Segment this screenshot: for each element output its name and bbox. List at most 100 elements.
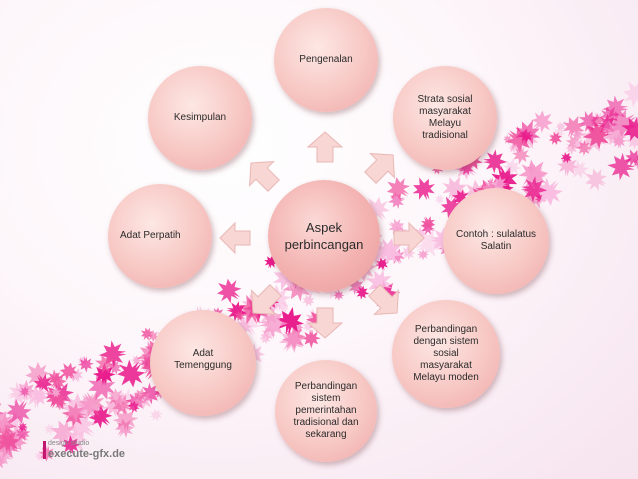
arrow-up bbox=[306, 131, 344, 163]
maple-leaf-icon bbox=[363, 196, 390, 223]
maple-leaf-icon bbox=[555, 121, 567, 133]
maple-leaf-icon bbox=[6, 398, 32, 424]
maple-leaf-icon bbox=[133, 387, 149, 403]
maple-leaf-icon bbox=[520, 176, 548, 203]
maple-leaf-icon bbox=[133, 390, 153, 410]
maple-leaf-icon bbox=[233, 310, 246, 322]
maple-leaf-icon bbox=[302, 321, 314, 332]
maple-leaf-icon bbox=[46, 389, 66, 409]
maple-leaf-icon bbox=[376, 238, 403, 265]
maple-leaf-icon bbox=[420, 216, 436, 231]
maple-leaf-icon bbox=[15, 426, 31, 442]
maple-leaf-icon bbox=[140, 327, 154, 341]
watermark-line2: execute-gfx.de bbox=[48, 448, 126, 460]
maple-leaf-icon bbox=[515, 119, 541, 146]
maple-leaf-icon bbox=[0, 445, 14, 466]
maple-leaf-icon bbox=[258, 331, 272, 345]
maple-leaf-icon bbox=[609, 109, 638, 138]
maple-leaf-icon bbox=[17, 421, 28, 433]
maple-leaf-icon bbox=[7, 381, 32, 406]
arrow-up-left bbox=[248, 160, 280, 192]
maple-leaf-icon bbox=[511, 145, 531, 165]
maple-leaf-icon bbox=[112, 406, 139, 432]
maple-leaf-icon bbox=[621, 116, 638, 142]
node-perbandingan-sosial: Perbandingan dengan sistem sosial masyar… bbox=[392, 300, 500, 408]
maple-leaf-icon bbox=[458, 159, 475, 176]
maple-leaf-icon bbox=[622, 80, 638, 108]
maple-leaf-icon bbox=[522, 184, 548, 209]
maple-leaf-icon bbox=[95, 354, 116, 374]
maple-leaf-icon bbox=[19, 386, 31, 398]
maple-leaf-icon bbox=[33, 373, 53, 393]
maple-leaf-icon bbox=[585, 168, 608, 191]
maple-leaf-icon bbox=[140, 356, 154, 369]
maple-leaf-icon bbox=[43, 422, 56, 436]
maple-leaf-icon bbox=[442, 176, 467, 202]
maple-leaf-icon bbox=[53, 396, 69, 411]
maple-leaf-icon bbox=[562, 115, 585, 139]
maple-leaf-icon bbox=[548, 131, 562, 145]
maple-leaf-icon bbox=[508, 142, 520, 154]
maple-leaf-icon bbox=[625, 149, 638, 167]
center-node: Aspek perbincangan bbox=[268, 180, 380, 292]
maple-leaf-icon bbox=[560, 152, 572, 164]
maple-leaf-icon bbox=[68, 367, 84, 383]
node-contoh-label: Contoh : sulalatus Salatin bbox=[455, 229, 537, 252]
arrow-down-right bbox=[368, 284, 400, 316]
maple-leaf-icon bbox=[624, 131, 638, 150]
maple-leaf-icon bbox=[107, 359, 123, 375]
maple-leaf-icon bbox=[355, 285, 370, 300]
maple-leaf-icon bbox=[50, 387, 62, 398]
maple-leaf-icon bbox=[149, 408, 163, 422]
maple-leaf-icon bbox=[502, 157, 522, 177]
maple-leaf-icon bbox=[440, 196, 463, 219]
maple-leaf-icon bbox=[451, 188, 470, 207]
maple-leaf-icon bbox=[264, 254, 278, 269]
watermark-bar bbox=[43, 441, 46, 459]
maple-leaf-icon bbox=[482, 149, 508, 174]
maple-leaf-icon bbox=[602, 95, 629, 122]
node-adat-temenggung-label: Adat Temenggung bbox=[174, 348, 232, 371]
maple-leaf-icon bbox=[117, 359, 146, 388]
maple-leaf-icon bbox=[534, 177, 563, 206]
maple-leaf-icon bbox=[106, 388, 125, 406]
maple-leaf-icon bbox=[59, 362, 78, 381]
maple-leaf-icon bbox=[114, 418, 135, 438]
maple-leaf-icon bbox=[519, 128, 534, 144]
node-perbandingan-pemerintahan: Perbandingan sistem pemerintahan tradisi… bbox=[275, 360, 377, 462]
maple-leaf-icon bbox=[578, 110, 600, 132]
node-pengenalan: Pengenalan bbox=[274, 8, 378, 112]
maple-leaf-icon bbox=[34, 449, 47, 462]
node-contoh: Contoh : sulalatus Salatin bbox=[443, 188, 549, 294]
node-kesimpulan: Kesimpulan bbox=[148, 66, 252, 170]
maple-leaf-icon bbox=[503, 134, 513, 145]
maple-leaf-icon bbox=[571, 128, 584, 141]
maple-leaf-icon bbox=[0, 408, 13, 433]
maple-leaf-icon bbox=[226, 301, 248, 322]
maple-leaf-icon bbox=[434, 194, 445, 205]
maple-leaf-icon bbox=[386, 177, 411, 201]
maple-leaf-icon bbox=[432, 236, 446, 249]
maple-leaf-icon bbox=[61, 401, 88, 428]
maple-leaf-icon bbox=[575, 139, 593, 156]
maple-leaf-icon bbox=[77, 356, 94, 373]
maple-leaf-icon bbox=[375, 256, 389, 271]
maple-leaf-icon bbox=[46, 369, 63, 386]
maple-leaf-icon bbox=[88, 372, 116, 401]
node-adat-perpatih: Adat Perpatih bbox=[108, 184, 212, 288]
arrow-down bbox=[306, 307, 344, 339]
maple-leaf-icon bbox=[0, 427, 21, 455]
maple-leaf-icon bbox=[279, 328, 305, 354]
maple-leaf-icon bbox=[347, 277, 365, 295]
node-adat-perpatih-label: Adat Perpatih bbox=[120, 230, 181, 241]
maple-leaf-icon bbox=[417, 248, 429, 261]
arrow-down-left bbox=[250, 284, 282, 316]
maple-leaf-icon bbox=[127, 400, 140, 413]
node-adat-temenggung: Adat Temenggung bbox=[150, 310, 256, 416]
arrow-left bbox=[219, 221, 251, 255]
maple-leaf-icon bbox=[302, 294, 315, 307]
node-strata-sosial: Strata sosial masyarakat Melayu tradisio… bbox=[393, 66, 497, 170]
node-perbandingan-sosial-label: Perbandingan dengan sistem sosial masyar… bbox=[413, 324, 479, 383]
maple-leaf-icon bbox=[25, 361, 51, 388]
